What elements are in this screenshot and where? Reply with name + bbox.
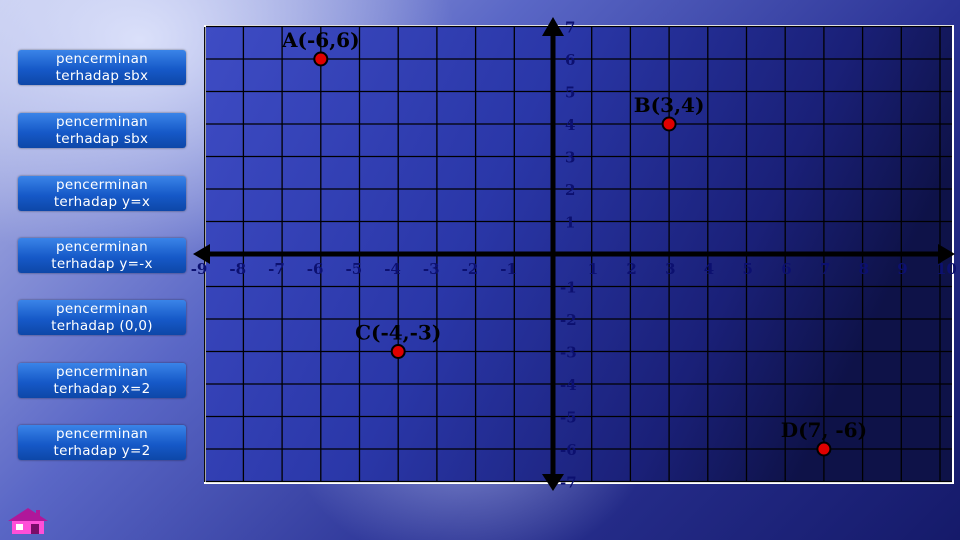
x-tick-label: -7 xyxy=(268,260,285,278)
button-line-1: pencerminan xyxy=(55,50,149,67)
x-tick-label: -6 xyxy=(307,260,324,278)
button-line-2: terhadap y=x xyxy=(53,193,151,210)
point-marker xyxy=(313,51,329,67)
y-tick-label: -6 xyxy=(560,441,577,459)
x-axis-arrow-right xyxy=(938,244,955,264)
button-line-2: terhadap x=2 xyxy=(53,380,151,397)
y-axis-arrow-down xyxy=(542,474,564,491)
y-tick-label: 6 xyxy=(565,51,575,69)
reflect-x-equals-2-button[interactable]: pencerminan terhadap x=2 xyxy=(18,363,186,398)
reflect-y-equals-2-button[interactable]: pencerminan terhadap y=2 xyxy=(18,425,186,460)
y-tick-label: 1 xyxy=(565,214,575,232)
x-tick-label: 3 xyxy=(665,260,675,278)
reflect-x-axis-button-2[interactable]: pencerminan terhadap sbx xyxy=(18,113,186,148)
button-line-1: pencerminan xyxy=(55,363,149,380)
tick-labels: -9 -8 -7 -6 -5 -4 -3 -2 -1 1 2 3 4 5 6 7 8 9 10 7 6 5 4 3 2 1 -1 -2… xyxy=(191,19,957,492)
y-tick-label: -4 xyxy=(560,376,577,394)
y-tick-label: 5 xyxy=(565,84,575,102)
x-tick-label: 10 xyxy=(936,260,957,278)
x-tick-label: -3 xyxy=(423,260,440,278)
y-tick-label: 7 xyxy=(565,19,575,37)
button-line-1: pencerminan xyxy=(55,300,149,317)
home-button[interactable] xyxy=(6,506,50,536)
button-line-2: terhadap (0,0) xyxy=(51,317,153,334)
y-tick-label: -3 xyxy=(560,344,577,362)
x-tick-label: 4 xyxy=(704,260,714,278)
button-line-2: terhadap sbx xyxy=(55,67,149,84)
x-tick-label: -2 xyxy=(462,260,479,278)
button-line-2: terhadap sbx xyxy=(55,130,149,147)
x-tick-label: -1 xyxy=(500,260,517,278)
button-line-1: pencerminan xyxy=(55,238,149,255)
y-tick-label: -7 xyxy=(560,474,577,492)
y-tick-label: -2 xyxy=(560,311,577,329)
button-line-1: pencerminan xyxy=(55,176,149,193)
point-label: B(3,4) xyxy=(634,93,705,117)
reflect-x-axis-button-1[interactable]: pencerminan terhadap sbx xyxy=(18,50,186,85)
x-tick-label: -9 xyxy=(191,260,208,278)
x-tick-label: -4 xyxy=(384,260,401,278)
x-tick-label: 5 xyxy=(743,260,753,278)
x-tick-label: -8 xyxy=(229,260,246,278)
x-tick-label: 7 xyxy=(820,260,830,278)
button-line-2: terhadap y=2 xyxy=(53,442,151,459)
house-icon xyxy=(8,508,48,534)
x-tick-label: 2 xyxy=(626,260,636,278)
points: A(-6,6) B(3,4) C(-4,-3) D(7, -6) xyxy=(281,28,867,457)
reflect-origin-button[interactable]: pencerminan terhadap (0,0) xyxy=(18,300,186,335)
x-tick-label: -5 xyxy=(346,260,363,278)
x-tick-label: 9 xyxy=(897,260,907,278)
x-tick-label: 8 xyxy=(859,260,869,278)
x-tick-label: 6 xyxy=(781,260,791,278)
point-marker xyxy=(816,441,832,457)
point-label: C(-4,-3) xyxy=(355,321,441,345)
y-tick-label: 4 xyxy=(565,116,575,134)
y-tick-label: -5 xyxy=(560,409,577,427)
y-tick-label: 2 xyxy=(565,181,575,199)
x-axis-arrow-left xyxy=(193,244,210,264)
button-line-1: pencerminan xyxy=(55,425,149,442)
y-tick-label: 3 xyxy=(565,149,575,167)
axes xyxy=(193,17,955,491)
reflect-y-equals-neg-x-button[interactable]: pencerminan terhadap y=-x xyxy=(18,238,186,273)
button-line-1: pencerminan xyxy=(55,113,149,130)
x-tick-label: 1 xyxy=(588,260,598,278)
button-line-2: terhadap y=-x xyxy=(51,255,153,272)
point-marker xyxy=(390,344,406,359)
point-label: A(-6,6) xyxy=(281,28,360,52)
y-tick-label: -1 xyxy=(560,279,577,297)
y-axis-arrow-up xyxy=(542,17,564,36)
point-marker xyxy=(661,116,677,132)
point-label: D(7, -6) xyxy=(781,418,867,442)
reflect-y-equals-x-button[interactable]: pencerminan terhadap y=x xyxy=(18,176,186,211)
